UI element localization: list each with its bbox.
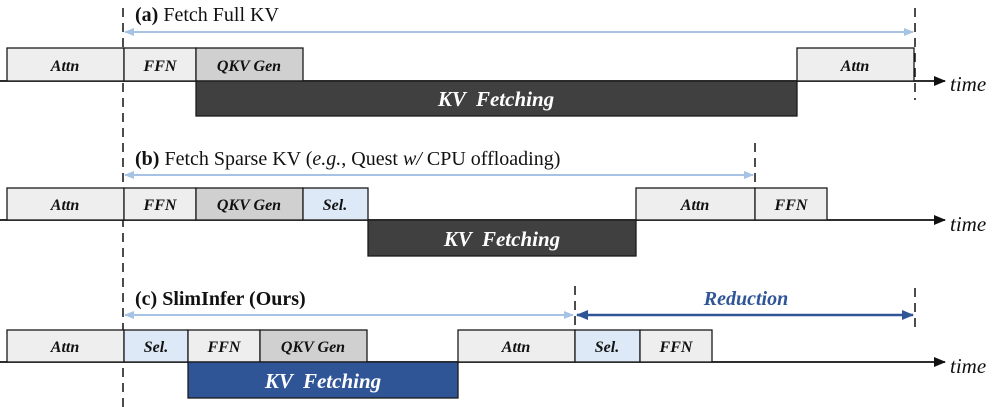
row-b-ffn-label: FFN xyxy=(143,197,178,214)
row-c-title: (c) SlimInfer (Ours) xyxy=(135,288,306,310)
row-a-attn-label: Attn xyxy=(50,58,80,75)
row-c-attn-label: Attn xyxy=(50,339,80,356)
row-c-ffn-label: FFN xyxy=(207,339,242,356)
row-b-title: (b) Fetch Sparse KV (e.g., Quest w/ CPU … xyxy=(135,148,560,170)
row-b-sel-label: Sel. xyxy=(323,197,347,214)
row-b-attn2-label: Attn xyxy=(680,197,710,214)
row-a-qkv-block xyxy=(195,47,304,82)
row-c-attn2-label: Attn xyxy=(501,339,531,356)
row-c-sel-block xyxy=(123,329,189,363)
row-a-title: (a) Fetch Full KV xyxy=(135,4,279,26)
row-a-time-label: time xyxy=(950,72,986,96)
row-a-kv-fetch-block xyxy=(195,80,798,117)
row-c-ffn2-block xyxy=(639,329,713,363)
row-c-sel2-label: Sel. xyxy=(595,339,619,356)
row-b-qkv-label: QKV Gen xyxy=(217,197,281,214)
row-b-ffn-block xyxy=(123,187,197,221)
row-c-qkv-label: QKV Gen xyxy=(281,339,345,356)
row-c-time-label: time xyxy=(950,354,986,378)
row-b-time-label: time xyxy=(950,212,986,236)
row-a-kv-fetch-label: KV Fetching xyxy=(437,87,554,111)
row-b-qkv-block xyxy=(195,187,304,221)
row-a-qkv-label: QKV Gen xyxy=(217,58,281,75)
row-b-ffn2-label: FFN xyxy=(774,197,809,214)
row-a-ffn-label: FFN xyxy=(143,58,178,75)
row-b: (b) Fetch Sparse KV (e.g., Quest w/ CPU … xyxy=(0,148,986,257)
row-b-kv-fetch-block xyxy=(367,219,637,257)
row-b-attn-block xyxy=(6,187,125,221)
row-c-qkv-block xyxy=(259,329,368,363)
row-c-sel2-block xyxy=(574,329,641,363)
row-c-kv-fetch-block xyxy=(187,361,459,399)
row-c-ffn2-label: FFN xyxy=(659,339,694,356)
row-c-ffn-block xyxy=(187,329,261,363)
row-a-ffn-block xyxy=(123,47,197,82)
row-b-attn-label: Attn xyxy=(50,197,80,214)
reduction-label: Reduction xyxy=(703,288,788,310)
row-a-attn2-block xyxy=(796,47,915,82)
row-b-sel-block xyxy=(302,187,369,221)
row-c-attn-block xyxy=(6,329,125,363)
row-b-attn2-block xyxy=(635,187,756,221)
row-a: (a) Fetch Full KV time Attn FFN QKV Gen … xyxy=(0,4,986,117)
row-c: (c) SlimInfer (Ours) Reduction time Attn… xyxy=(0,288,986,399)
row-b-kv-fetch-label: KV Fetching xyxy=(443,227,560,251)
row-b-ffn2-block xyxy=(754,187,828,221)
row-c-kv-fetch-label: KV Fetching xyxy=(264,369,381,393)
row-c-sel-label: Sel. xyxy=(144,339,168,356)
row-a-attn2-label: Attn xyxy=(840,58,870,75)
